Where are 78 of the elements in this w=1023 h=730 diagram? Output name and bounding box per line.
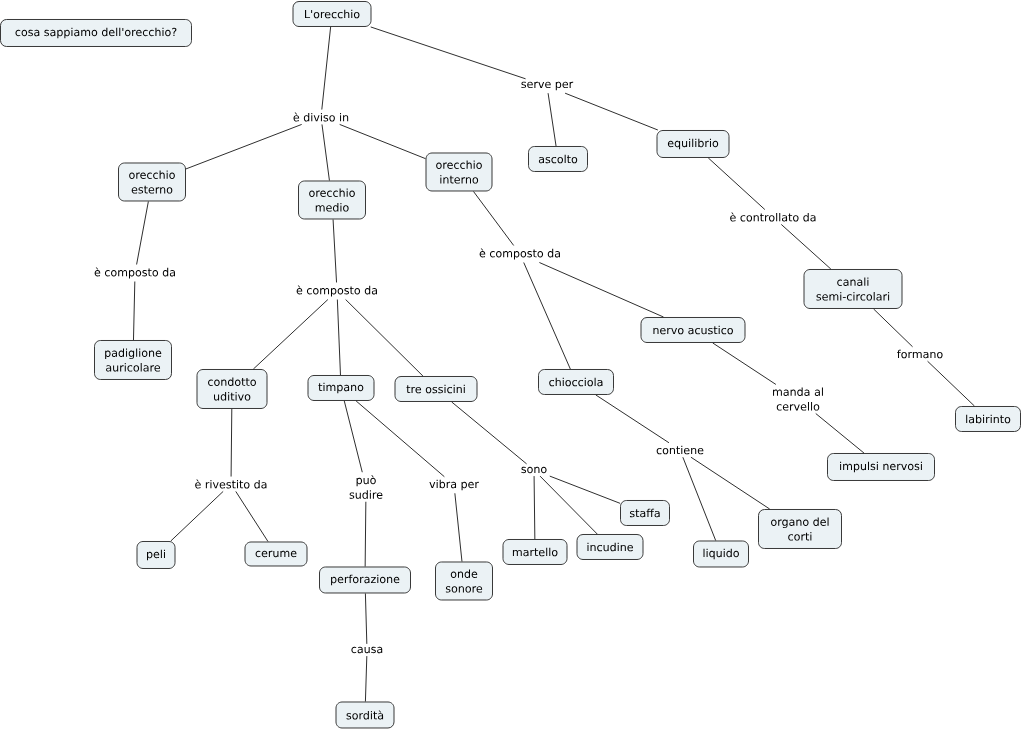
connector-line: [815, 413, 865, 454]
connector-line: [170, 490, 224, 542]
concept-box: chiocciola: [538, 369, 614, 395]
connector-line: [364, 593, 368, 645]
linking-phrase: è composto da: [296, 285, 377, 297]
connector-line: [345, 299, 424, 377]
connector-line: [332, 219, 337, 283]
concept-box: incudine: [576, 534, 644, 560]
concept-box: onde sonore: [435, 561, 493, 601]
concept-box: liquido: [693, 540, 749, 568]
connector-line: [595, 394, 670, 444]
concept-box: timpano: [307, 375, 375, 401]
concept-box: orecchio esterno: [118, 162, 186, 202]
linking-phrase: è controllato da: [730, 212, 816, 222]
concept-box: labirinto: [955, 406, 1021, 432]
connector-line: [339, 123, 426, 160]
concept-box: ascolto: [528, 146, 588, 172]
connector-line: [564, 92, 659, 131]
linking-phrase: è composto da: [479, 248, 560, 260]
connector-line: [473, 191, 515, 246]
connector-line: [370, 26, 527, 80]
connector-line: [780, 223, 832, 270]
concept-box: orecchio medio: [298, 180, 366, 220]
connector-line: [185, 123, 303, 170]
concept-box: staffa: [620, 500, 670, 526]
concept-box: peli: [136, 541, 176, 569]
concept-box: L'orecchio: [292, 1, 372, 27]
concept-box: condotto uditivo: [196, 369, 268, 409]
linking-phrase: è rivestito da: [195, 479, 267, 489]
concept-box: padiglione auricolare: [94, 340, 172, 380]
connector-line: [873, 308, 914, 348]
connector-line: [321, 26, 332, 110]
connector-line: [454, 492, 463, 562]
connector-line: [133, 281, 136, 341]
connector-line: [538, 262, 664, 318]
concept-box: canali semi-circolari: [803, 269, 903, 309]
concept-box: cerume: [244, 541, 308, 567]
connector-line: [355, 400, 445, 478]
linking-phrase: è composto da: [94, 267, 175, 279]
connector-line: [523, 262, 571, 370]
connector-line: [533, 475, 536, 540]
connector-line: [707, 157, 766, 211]
linking-phrase: manda al cervello: [773, 387, 823, 411]
connector-line: [712, 342, 777, 385]
concept-box: nervo acustico: [640, 317, 746, 343]
connector-line: [336, 299, 341, 376]
linking-phrase: causa: [351, 646, 383, 654]
concept-box: perforazione: [319, 566, 411, 594]
connector-line: [549, 475, 621, 504]
connector-line: [235, 490, 269, 542]
concept-box: equilibrio: [656, 130, 730, 158]
concept-box: martello: [502, 539, 568, 565]
connector-line: [547, 92, 557, 147]
connector-line: [364, 655, 368, 702]
concept-box: organo del corti: [758, 509, 842, 549]
concept-box: impulsi nervosi: [827, 453, 935, 481]
linking-phrase: può sudire: [349, 475, 383, 499]
linking-phrase: formano: [897, 349, 943, 359]
linking-phrase: contiene: [656, 445, 704, 455]
connector-line: [927, 360, 975, 407]
connector-line: [136, 201, 149, 265]
connector-line: [539, 475, 598, 535]
connector-line: [343, 400, 363, 473]
connector-line: [682, 456, 717, 541]
linking-phrase: sono: [521, 466, 547, 474]
concept-box: orecchio interno: [425, 152, 493, 192]
connector-line: [364, 501, 367, 567]
connector-line: [321, 123, 330, 181]
linking-phrase: serve per: [521, 81, 574, 91]
connector-line: [252, 299, 329, 370]
concept-box: cosa sappiamo dell'orecchio?: [0, 19, 192, 47]
connector-line: [451, 401, 528, 465]
linking-phrase: è diviso in: [293, 112, 349, 122]
connector-line: [230, 408, 233, 478]
concept-box: tre ossicini: [394, 376, 478, 402]
connector-line: [690, 456, 771, 510]
linking-phrase: vibra per: [429, 479, 479, 491]
concept-box: sordità: [335, 701, 395, 729]
